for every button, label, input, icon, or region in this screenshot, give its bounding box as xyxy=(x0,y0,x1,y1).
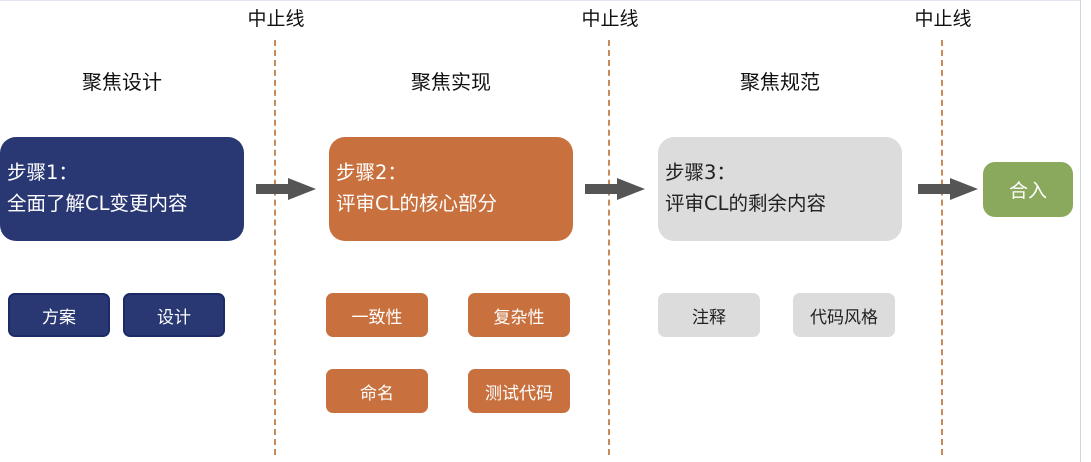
section-title-design: 聚焦设计 xyxy=(82,70,162,94)
arrow-right-icon xyxy=(918,178,978,200)
section-title-implementation: 聚焦实现 xyxy=(411,70,491,94)
frame-right-edge xyxy=(1080,0,1081,462)
stop-line-label-3: 中止线 xyxy=(914,8,972,30)
step-card-1: 步骤1： 全面了解CL变更内容 xyxy=(0,137,244,241)
stop-line-3 xyxy=(941,40,943,455)
tag-impl-test-code: 测试代码 xyxy=(468,369,570,413)
stop-line-1 xyxy=(274,40,276,455)
tag-impl-consistency: 一致性 xyxy=(326,293,428,337)
tag-design-plan: 方案 xyxy=(8,293,110,337)
step-card-1-text: 全面了解CL变更内容 xyxy=(7,192,188,215)
step-card-3-text: 评审CL的剩余内容 xyxy=(665,192,826,215)
tag-style-comments: 注释 xyxy=(658,293,760,337)
section-title-style: 聚焦规范 xyxy=(740,70,820,94)
frame-top-edge xyxy=(0,0,1081,1)
step-card-1-number: 步骤1： xyxy=(7,161,78,184)
stop-line-label-2: 中止线 xyxy=(581,8,639,30)
step-card-2-text: 评审CL的核心部分 xyxy=(336,192,497,215)
step-card-2-number: 步骤2： xyxy=(336,161,407,184)
step-card-2: 步骤2： 评审CL的核心部分 xyxy=(329,137,573,241)
tag-impl-complexity: 复杂性 xyxy=(468,293,570,337)
step-card-3-number: 步骤3： xyxy=(665,161,736,184)
merge-box: 合入 xyxy=(983,162,1073,217)
step-card-3: 步骤3： 评审CL的剩余内容 xyxy=(658,137,902,241)
stop-line-2 xyxy=(608,40,610,455)
arrow-right-icon xyxy=(585,178,645,200)
tag-style-code-style: 代码风格 xyxy=(793,293,895,337)
stop-line-label-1: 中止线 xyxy=(247,8,305,30)
arrow-right-icon xyxy=(256,178,316,200)
tag-design-design: 设计 xyxy=(123,293,225,337)
tag-impl-naming: 命名 xyxy=(326,369,428,413)
